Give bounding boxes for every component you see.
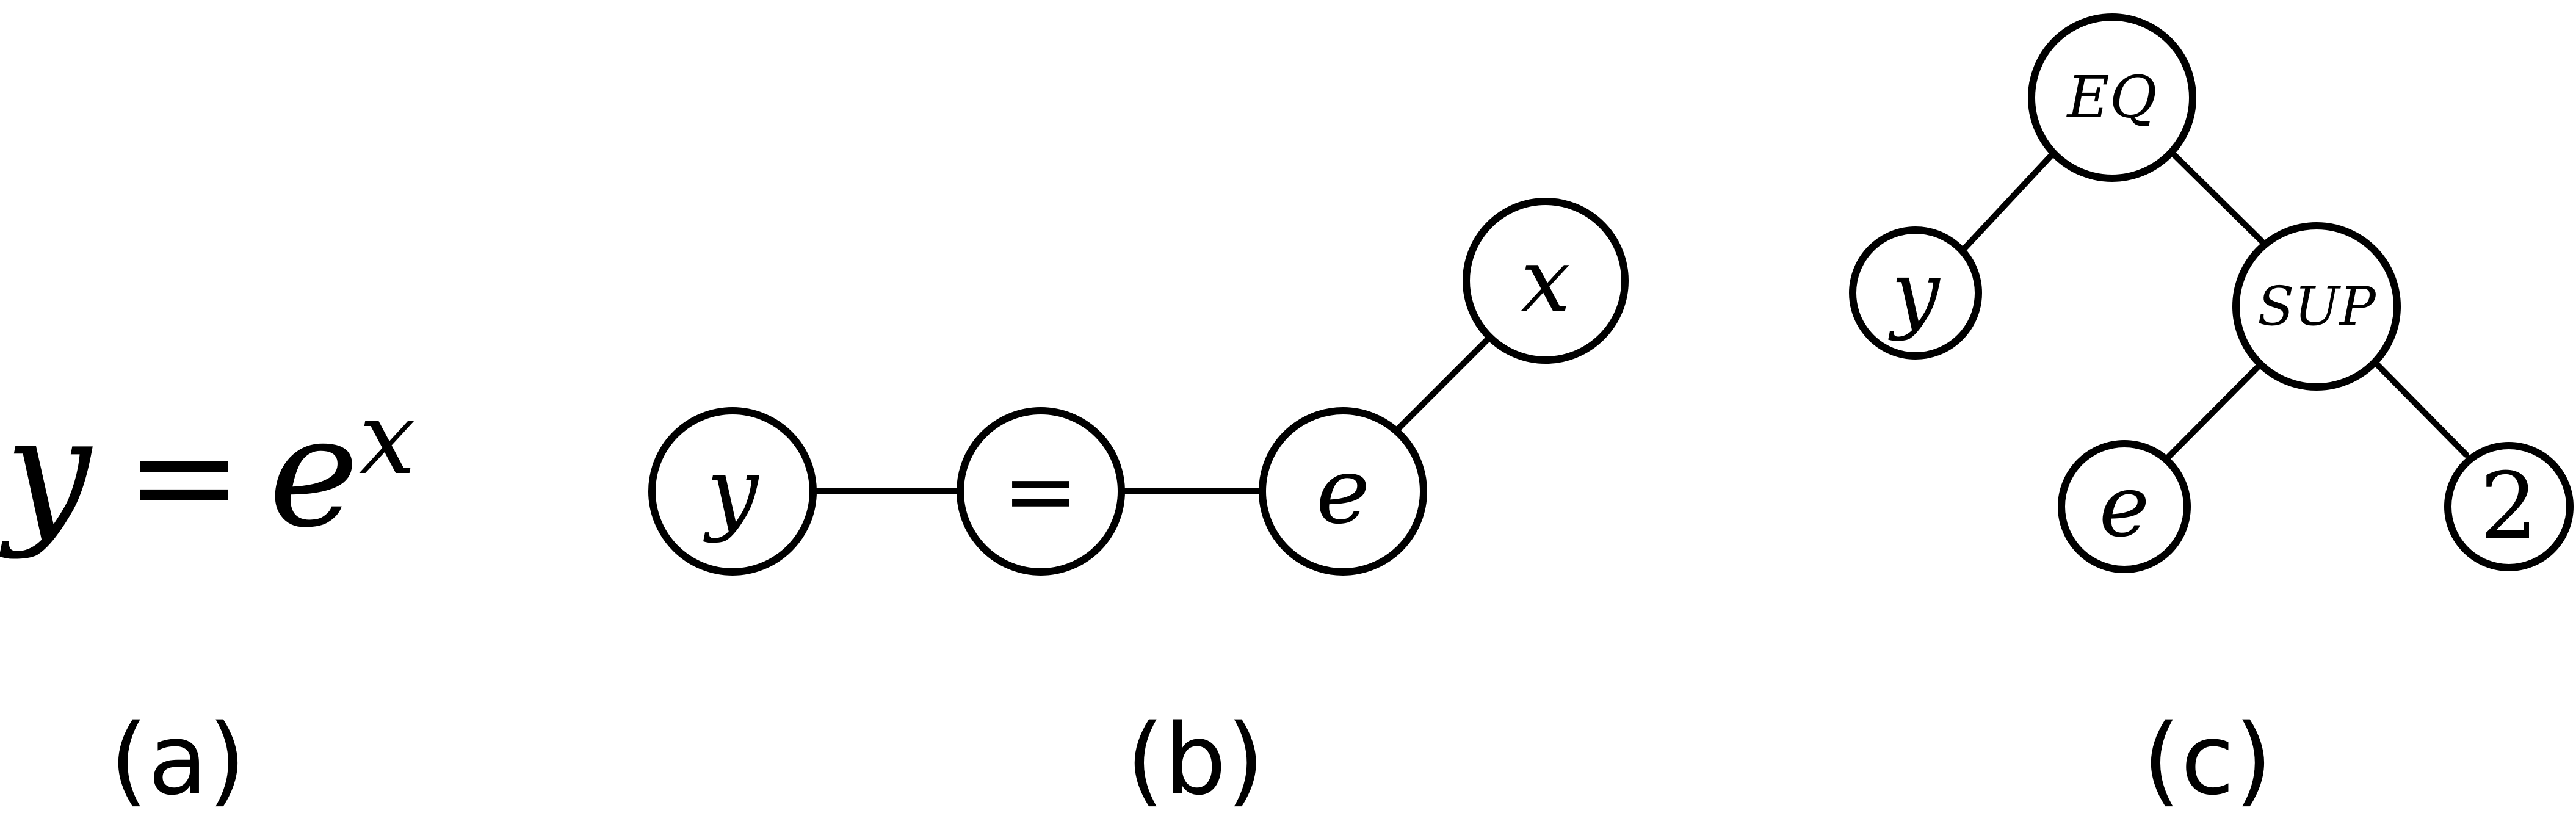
formula-equals: =: [125, 396, 243, 558]
formula-exponent: x: [359, 380, 416, 497]
edge-sup-e: [2166, 363, 2262, 460]
panel-c: EQ y SUP e 2 (c): [1849, 13, 2574, 813]
formula-base: e: [269, 383, 359, 561]
node-2-label: 2: [2480, 453, 2538, 560]
edge-e-x: [1392, 334, 1492, 435]
node-equals: =: [957, 407, 1125, 576]
node-y: y: [648, 407, 817, 576]
node-y-label: y: [703, 438, 760, 544]
edge-eq-y: [1963, 153, 2054, 250]
node-e-label: e: [2099, 457, 2150, 557]
panel-a: y = e x (a): [0, 380, 416, 813]
node-2: 2: [2444, 442, 2574, 571]
node-y: y: [1849, 226, 1982, 360]
panel-b: y = e x (b): [648, 198, 1629, 813]
node-equals-label: =: [1002, 438, 1079, 544]
formula-lhs: y: [0, 383, 93, 561]
caption-b: (b): [1126, 703, 1264, 813]
node-x: x: [1463, 198, 1629, 364]
edge-eq-sup: [2172, 153, 2265, 244]
edge-sup-2: [2375, 362, 2469, 458]
node-e-label: e: [1316, 438, 1370, 544]
node-e: e: [1259, 407, 1427, 576]
node-y-label: y: [1887, 244, 1941, 343]
node-x-label: x: [1521, 229, 1571, 333]
node-sup: SUP: [2232, 222, 2401, 391]
caption-c: (c): [2143, 703, 2273, 813]
node-e: e: [2058, 440, 2191, 573]
node-eq: EQ: [2028, 13, 2196, 182]
node-eq-label: EQ: [2066, 64, 2157, 131]
caption-a: (a): [110, 703, 246, 813]
node-sup-label: SUP: [2257, 275, 2376, 338]
